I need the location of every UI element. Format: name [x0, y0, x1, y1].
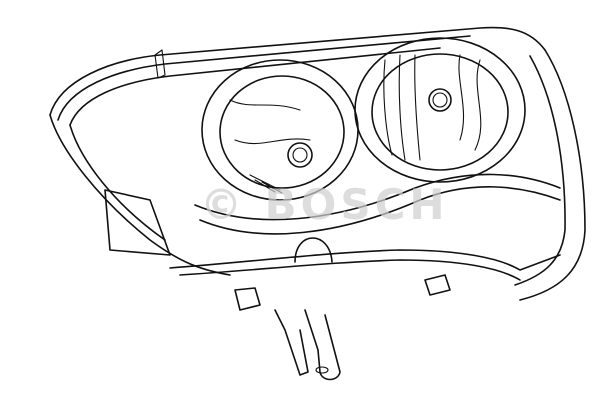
headlight-line-drawing [49, 26, 586, 381]
headlight-illustration: © BOSCH [49, 26, 586, 381]
